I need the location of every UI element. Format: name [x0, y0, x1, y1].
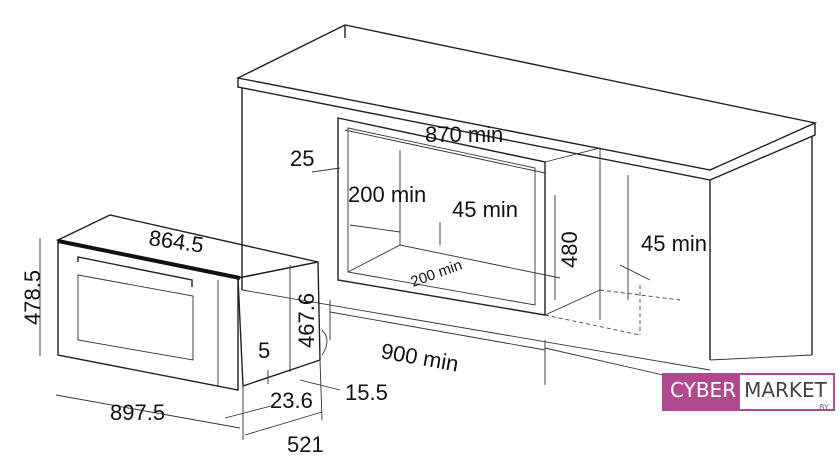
label-cabinet-width: 900 min — [379, 338, 460, 376]
oven-front — [57, 239, 239, 391]
cybermarket-logo: CYBER MARKET.BY — [662, 373, 835, 412]
label-oven-depth: 521 — [287, 432, 324, 457]
label-niche-width: 870 min — [425, 122, 503, 147]
label-bottom-depth: 200 min — [409, 257, 465, 291]
label-bottom-offset: 5 — [258, 338, 270, 363]
label-oven-width-front: 897.5 — [110, 400, 165, 425]
logo-part2: MARKET.BY — [740, 375, 833, 412]
countertop-edge — [237, 78, 816, 181]
label-front-offset: 15.5 — [345, 380, 388, 405]
oven-window — [77, 274, 194, 361]
label-top-gap: 25 — [290, 146, 314, 171]
countertop-top — [235, 24, 818, 171]
label-oven-height-body: 467.6 — [294, 293, 319, 348]
logo-part1: CYBER — [664, 375, 741, 409]
label-oven-height-front: 478.5 — [20, 270, 45, 325]
label-side-clearance: 200 min — [348, 182, 426, 207]
label-rear-vent: 45 min — [641, 231, 707, 256]
oven-handle — [77, 256, 193, 287]
oven — [39, 214, 328, 440]
label-oven-width-top: 864.5 — [147, 225, 205, 257]
label-niche-height: 480 — [557, 231, 582, 268]
label-panel-depth: 23.6 — [270, 388, 313, 413]
kitchen-cabinet — [235, 24, 818, 391]
label-back-clearance: 45 min — [452, 197, 518, 222]
logo-part2-text: MARKET — [744, 378, 827, 402]
logo-suffix: .BY — [816, 403, 829, 412]
